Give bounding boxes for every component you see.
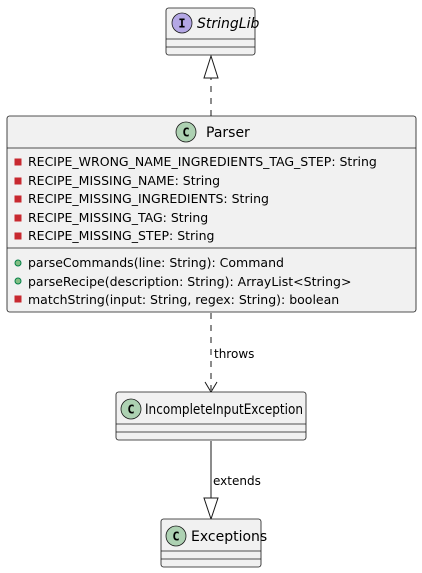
parser-methods: parseCommands(line: String): Command par… bbox=[14, 255, 351, 307]
class-icon bbox=[165, 525, 187, 547]
class-icon-letter: C bbox=[182, 126, 189, 140]
private-marker bbox=[14, 158, 22, 166]
class-parser[interactable]: C Parser RECIPE_WRONG_NAME_INGREDIENTS_T… bbox=[6, 115, 417, 313]
parser-field: RECIPE_WRONG_NAME_INGREDIENTS_TAG_STEP: … bbox=[28, 154, 377, 169]
private-marker bbox=[14, 195, 22, 203]
private-marker bbox=[14, 295, 22, 303]
parser-method: matchString(input: String, regex: String… bbox=[28, 292, 339, 307]
class-icon bbox=[120, 398, 142, 420]
parser-method: parseRecipe(description: String): ArrayL… bbox=[28, 274, 351, 289]
private-marker bbox=[14, 214, 22, 222]
parser-field: RECIPE_MISSING_STEP: String bbox=[28, 228, 215, 243]
class-icon-letter: C bbox=[127, 403, 134, 417]
edge-parser-realizes-stringlib bbox=[203, 54, 219, 116]
class-exceptions[interactable]: C Exceptions bbox=[160, 518, 267, 568]
public-marker bbox=[14, 277, 22, 285]
parser-field: RECIPE_MISSING_INGREDIENTS: String bbox=[28, 191, 269, 206]
edge-label-throws: throws bbox=[214, 347, 254, 361]
interface-stringlib[interactable]: I StringLib bbox=[165, 7, 259, 56]
interface-icon-letter: I bbox=[178, 17, 185, 31]
stringlib-title: StringLib bbox=[197, 16, 259, 32]
private-marker bbox=[14, 232, 22, 240]
edge-label-extends: extends bbox=[213, 474, 261, 488]
private-marker bbox=[14, 177, 22, 185]
parser-field: RECIPE_MISSING_NAME: String bbox=[28, 173, 220, 188]
class-icon bbox=[175, 121, 197, 143]
exceptions-title: Exceptions bbox=[191, 529, 267, 545]
parser-method: parseCommands(line: String): Command bbox=[28, 255, 284, 270]
interface-icon bbox=[171, 12, 193, 34]
edge-parser-throws-incomplete: throws bbox=[204, 313, 254, 393]
public-marker bbox=[14, 259, 22, 267]
class-icon-letter: C bbox=[172, 530, 179, 544]
incomplete-title: IncompleteInputException bbox=[145, 402, 303, 418]
parser-field: RECIPE_MISSING_TAG: String bbox=[28, 210, 208, 225]
class-incompleteinputexception[interactable]: C IncompleteInputException bbox=[115, 391, 307, 441]
parser-fields: RECIPE_WRONG_NAME_INGREDIENTS_TAG_STEP: … bbox=[14, 154, 377, 243]
generalization-arrowhead bbox=[203, 497, 219, 521]
parser-title: Parser bbox=[206, 125, 250, 141]
edge-incomplete-extends-exceptions: extends bbox=[203, 441, 261, 521]
realization-arrowhead bbox=[203, 54, 219, 79]
